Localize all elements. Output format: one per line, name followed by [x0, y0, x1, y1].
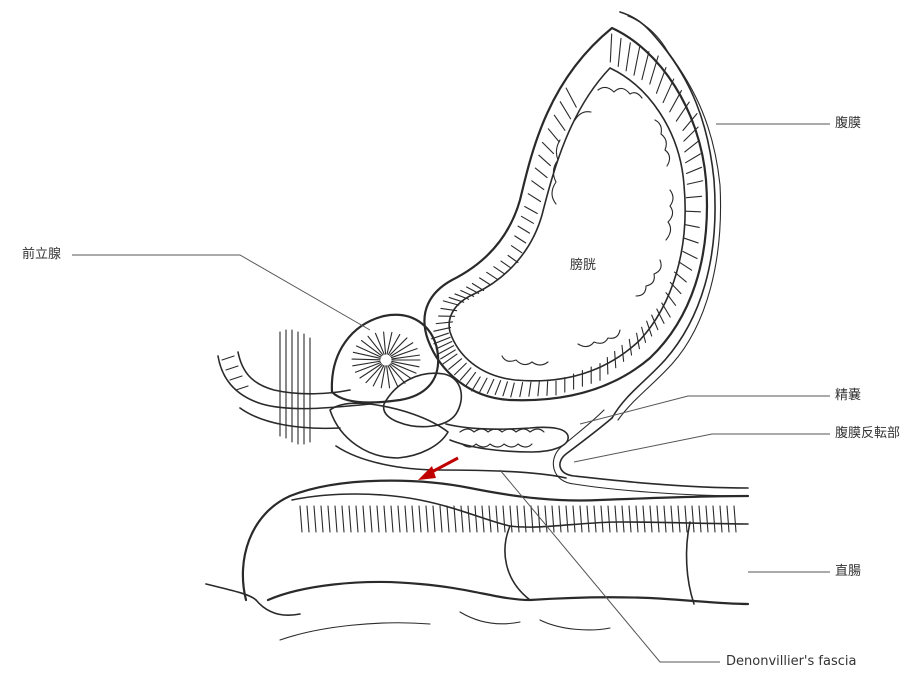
urethra-drawing: [218, 330, 370, 444]
label-bladder: 膀胱: [570, 258, 596, 274]
label-seminal-vesicle: 精嚢: [835, 388, 861, 404]
label-denonvillier-fascia: Denonvillier's fascia: [726, 654, 856, 670]
bladder-drawing: [424, 12, 720, 420]
leader-lines: [72, 124, 830, 662]
peritoneal-reflection-drawing: [336, 410, 748, 496]
label-rectum: 直腸: [835, 564, 861, 580]
label-peritoneal-reflection: 腹膜反転部: [835, 426, 900, 442]
label-prostate: 前立腺: [22, 247, 61, 263]
prostate-drawing: [330, 315, 448, 458]
rectum-drawing: [206, 481, 748, 640]
label-peritoneum: 腹膜: [835, 116, 861, 132]
